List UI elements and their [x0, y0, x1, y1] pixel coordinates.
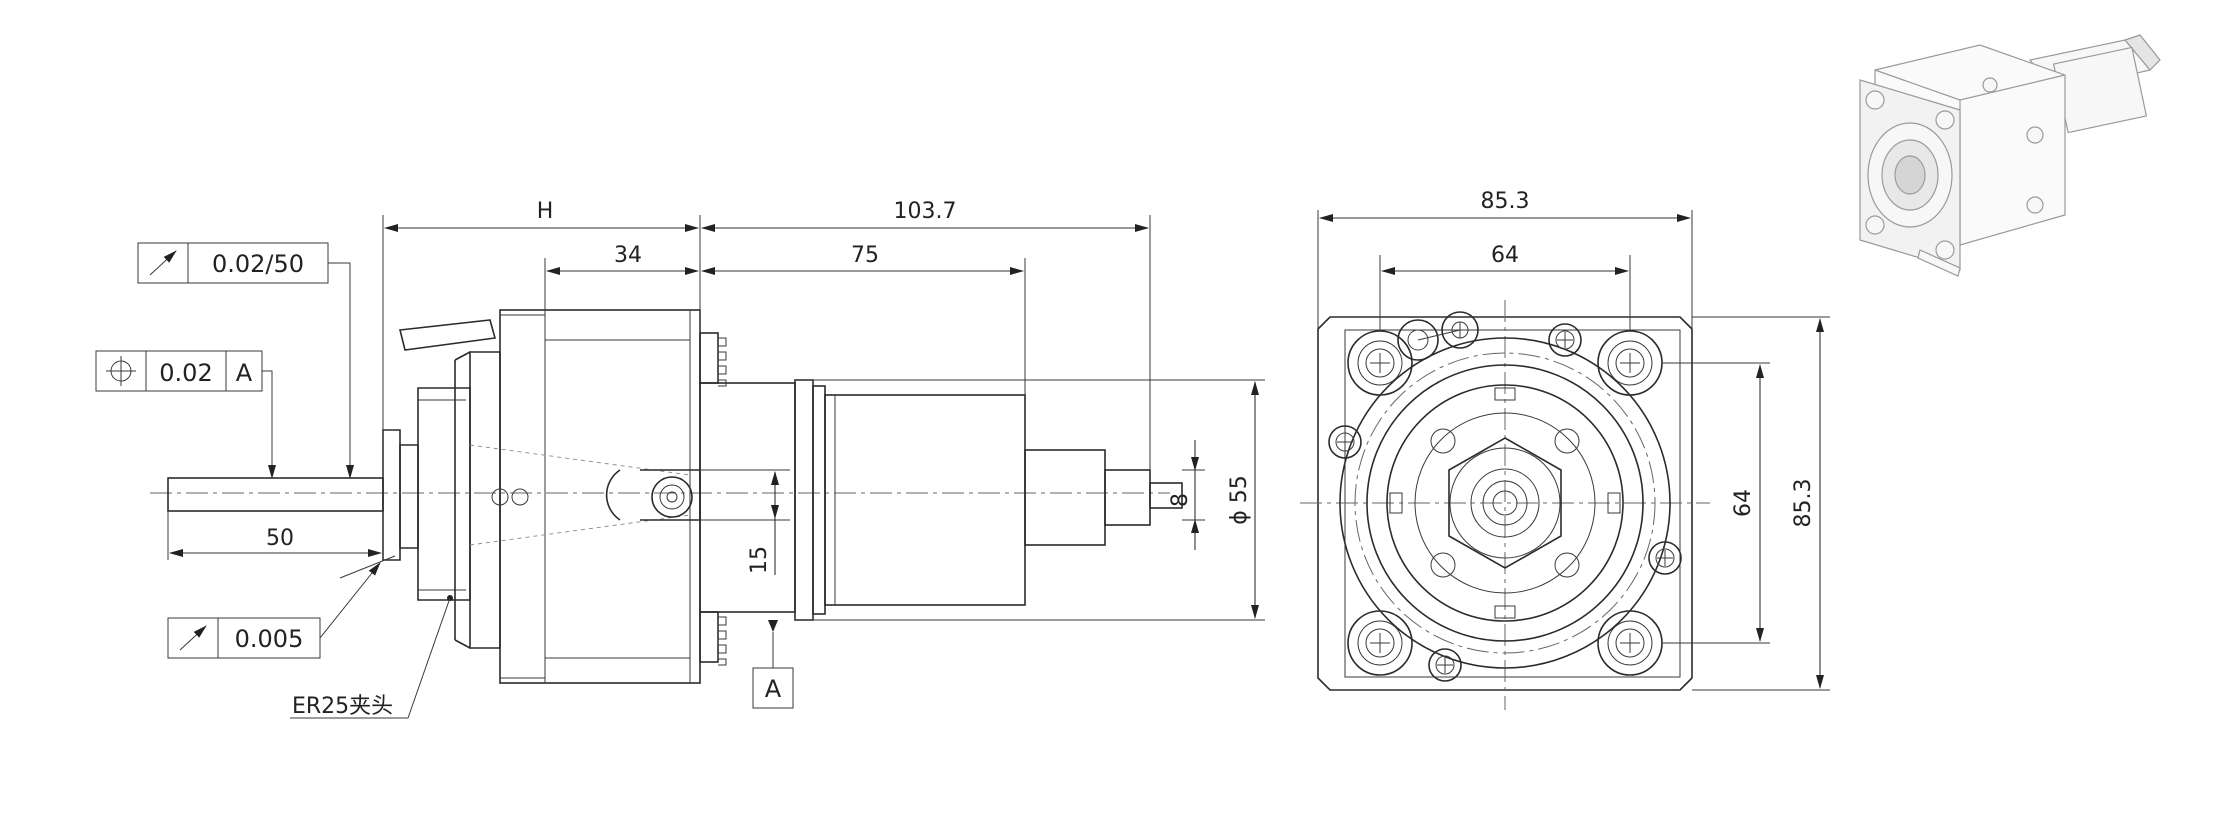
collet-label-text: ER25夹头	[292, 694, 393, 719]
tolerance-position-frame: 0.02 A	[95, 350, 276, 479]
tol-runout-1-text: 0.02/50	[212, 250, 304, 278]
inner-holes	[1430, 428, 1580, 578]
dim-width-text: 85.3	[1481, 189, 1530, 214]
front-view: 85.3 64 64 85.3	[1300, 189, 1830, 710]
tol-runout-2-text: 0.005	[235, 625, 304, 653]
front-flange	[469, 351, 501, 649]
oring-groove-1	[794, 379, 814, 621]
drive-shaft	[1024, 449, 1106, 546]
side-view: H 103.7 34 75 ϕ 55 8 15 50 0.02/50	[95, 199, 1265, 719]
collet-body	[417, 387, 471, 601]
hex-nut	[1448, 437, 1562, 569]
dim-55-text: ϕ 55	[1227, 475, 1252, 525]
thread-ring-top	[699, 332, 727, 387]
dim-h-text: H	[537, 199, 554, 224]
spindle-sleeve	[824, 394, 1026, 606]
drive-tang	[1104, 469, 1151, 526]
dim-8-text: 8	[1168, 493, 1193, 507]
runout-arrow-icon-2	[179, 625, 207, 651]
coolant-pin	[399, 319, 497, 351]
dim-hole-spacing-h-text: 64	[1491, 243, 1519, 268]
thread-ring-bottom	[699, 611, 727, 666]
collet-callout: ER25夹头	[290, 595, 453, 719]
dim-103-7-text: 103.7	[894, 199, 957, 224]
tolerance-runout-frame-2: 0.005	[167, 555, 396, 659]
tool-shank	[167, 477, 384, 512]
dim-hole-spacing-v-text: 64	[1731, 489, 1756, 517]
tol-position-text: 0.02	[159, 359, 212, 387]
bolt-circle	[1354, 352, 1656, 654]
collet-nut	[382, 429, 401, 561]
corner-bolt-tr	[1597, 330, 1663, 396]
dim-50-text: 50	[266, 526, 294, 551]
dim-15-text: 15	[747, 546, 772, 574]
dim-34-text: 34	[614, 243, 642, 268]
dim-75-text: 75	[851, 243, 879, 268]
pin-holes	[1328, 323, 1682, 682]
datum-a-marker: A	[752, 620, 794, 709]
housing-block	[499, 309, 701, 684]
coolant-connector	[1397, 311, 1479, 361]
datum-label-text: A	[765, 675, 782, 703]
clamp-screw	[651, 476, 693, 518]
corner-bolt-bl	[1347, 610, 1413, 676]
flange-plate	[1317, 316, 1693, 691]
dim-height-text: 85.3	[1791, 479, 1816, 528]
isometric-render	[1859, 34, 2161, 277]
runout-arrow-icon	[149, 250, 177, 276]
corner-bolt-tl	[1347, 330, 1413, 396]
body-step	[699, 382, 796, 613]
corner-bolt-br	[1597, 610, 1663, 676]
position-symbol-icon	[106, 356, 136, 386]
outer-ring	[1339, 337, 1671, 669]
tol-position-datum-text: A	[236, 359, 253, 387]
tolerance-runout-frame-1: 0.02/50	[137, 242, 354, 479]
